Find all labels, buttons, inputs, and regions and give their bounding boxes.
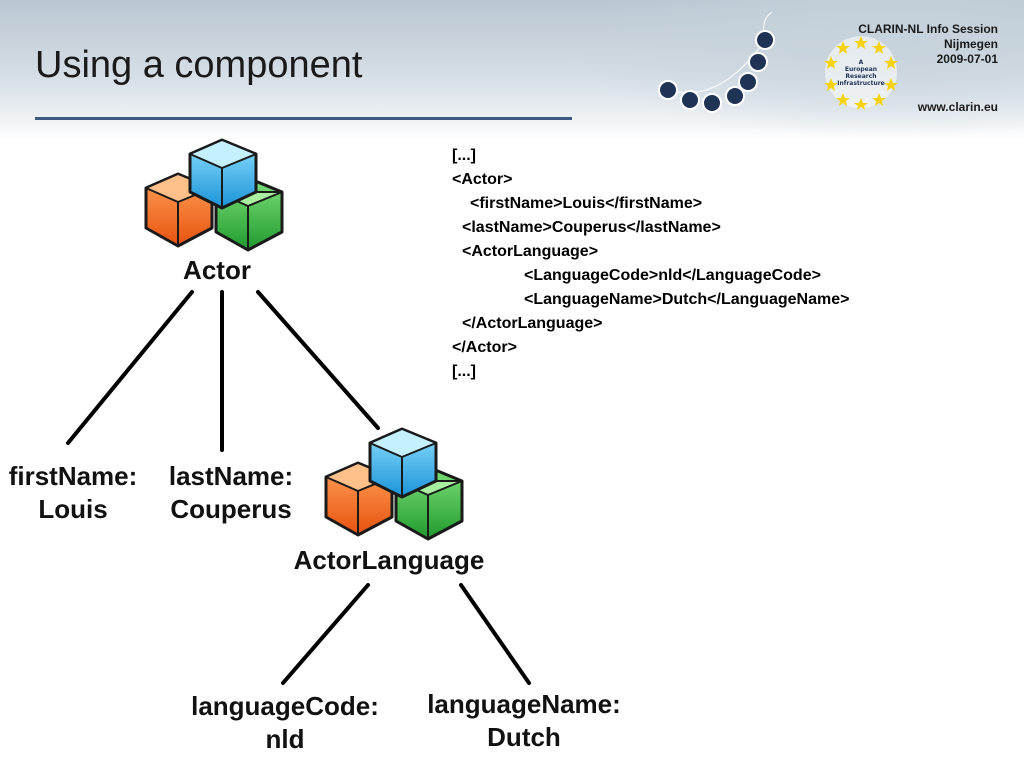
node-firstname-value: Louis <box>38 494 108 524</box>
event-date: 2009-07-01 <box>936 52 998 66</box>
node-lastname-value: Couperus <box>170 494 292 524</box>
xml-line: <LanguageName>Dutch</LanguageName> <box>524 291 850 308</box>
event-city: Nijmegen <box>943 37 998 51</box>
website-link[interactable]: www.clarin.eu <box>917 100 998 114</box>
node-firstname-key: firstName: <box>8 461 138 491</box>
component-cubes-icon <box>324 427 464 541</box>
node-actor: Actor <box>183 255 251 285</box>
edge-actorlanguage-languagecode <box>281 583 370 685</box>
node-languagename: languageName: Dutch <box>406 688 642 754</box>
slide-header: A European Research Infrastructure CLARI… <box>0 0 1024 140</box>
xml-line: <LanguageCode>nld</LanguageCode> <box>524 267 821 284</box>
edge-actorlanguage-languagename <box>459 583 531 685</box>
seal-text-4: Infrastructure <box>837 80 885 87</box>
xml-line: </Actor> <box>452 339 517 356</box>
node-actorlanguage: ActorLanguage <box>293 545 485 575</box>
session-info: CLARIN-NL Info Session Nijmegen 2009-07-… <box>858 22 998 67</box>
eu-research-seal-icon: A European Research Infrastructure <box>824 36 898 110</box>
seal-text-1: A <box>859 59 864 66</box>
node-lastname: lastName: Couperus <box>156 460 306 526</box>
xml-line: [...] <box>452 363 476 380</box>
xml-line: <Actor> <box>452 171 513 188</box>
seal-text-3: Research <box>845 73 876 80</box>
node-languagename-key: languageName: <box>427 689 621 719</box>
network-dots-graphic <box>658 11 775 113</box>
page-title: Using a component <box>35 44 363 86</box>
node-languagecode: languageCode: nld <box>170 690 400 756</box>
xml-line: [...] <box>452 147 476 164</box>
xml-example: [...] <Actor> <firstName>Louis</firstNam… <box>452 144 849 384</box>
xml-line: <ActorLanguage> <box>462 243 599 260</box>
component-cubes-icon <box>144 138 284 252</box>
title-underline <box>35 117 572 120</box>
xml-line: </ActorLanguage> <box>462 315 603 332</box>
xml-line: <firstName>Louis</firstName> <box>470 195 703 212</box>
node-firstname: firstName: Louis <box>0 460 146 526</box>
xml-line: <lastName>Couperus</lastName> <box>462 219 721 236</box>
node-languagecode-value: nld <box>265 724 305 754</box>
edge-actor-actorlanguage <box>256 290 380 430</box>
node-languagename-value: Dutch <box>487 722 561 752</box>
event-name: CLARIN-NL Info Session <box>858 22 998 36</box>
node-lastname-key: lastName: <box>168 461 294 491</box>
europe-map-background <box>560 0 1024 140</box>
edge-actor-firstname <box>66 290 194 445</box>
seal-text-2: European <box>845 66 877 73</box>
node-languagecode-key: languageCode: <box>191 691 379 721</box>
